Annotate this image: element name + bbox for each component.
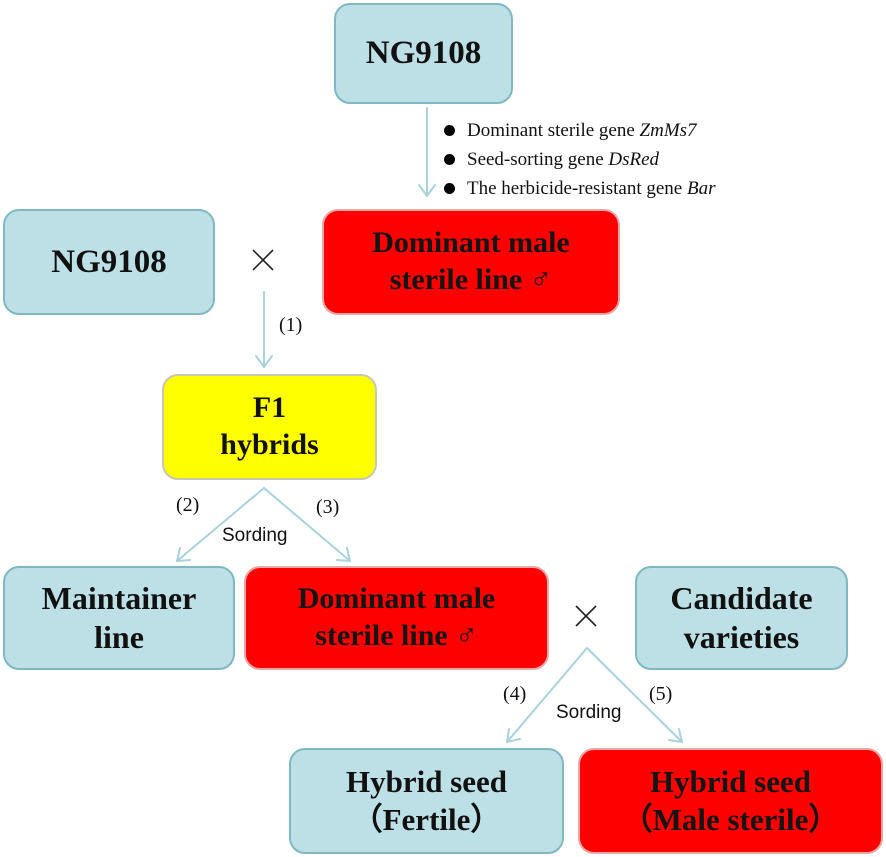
ng9108-top-label: NG9108 [365, 35, 482, 72]
f1-line-2: hybrids [220, 428, 319, 461]
arrow-top-to-dms [418, 107, 436, 197]
f1-hybrids-node: F1 hybrids [162, 374, 377, 480]
dms-mid-line-2: sterile line ♂ [315, 619, 478, 652]
candidate-line-2: varieties [683, 619, 800, 655]
dominant-male-sterile-line-top-node: Dominant male sterile line ♂ [322, 209, 620, 315]
sorting-label-lower: Sording [556, 702, 622, 723]
step-label-2: (2) [176, 494, 200, 516]
maintainer-line-node: Maintainer line [3, 566, 235, 670]
arrow-cross-to-fertile [506, 647, 588, 743]
gene-name-dsred: DsRed [608, 148, 660, 170]
arrow-f1-to-dms-mid [263, 487, 351, 562]
maintainer-line-2: line [94, 619, 144, 655]
hybrid-fertile-line-2: （Fertile） [351, 802, 502, 837]
cross-symbol-icon [252, 249, 274, 271]
ng9108-top-node: NG9108 [334, 3, 513, 104]
gene-item-zmms7: Dominant sterile gene ZmMs7 [444, 116, 715, 145]
gene-name-zmms7: ZmMs7 [639, 119, 697, 141]
bullet-dot-icon [444, 125, 455, 136]
gene-list: Dominant sterile gene ZmMs7 Seed-sorting… [444, 116, 715, 203]
candidate-varieties-node: Candidate varieties [635, 566, 848, 670]
gene-item-text: The herbicide-resistant gene [467, 177, 687, 199]
bullet-dot-icon [444, 154, 455, 165]
hybrid-seed-fertile-node: Hybrid seed （Fertile） [289, 748, 564, 854]
dms-mid-line-1: Dominant male [297, 582, 496, 616]
arrow-f1-to-maintainer [176, 487, 265, 562]
arrow-cross-to-f1 [255, 291, 273, 368]
gene-item-text: Dominant sterile gene [467, 119, 640, 141]
cross-symbol-icon [575, 605, 597, 627]
gene-item-dsred: Seed-sorting gene DsRed [444, 145, 715, 174]
gene-item-bar: The herbicide-resistant gene Bar [444, 174, 715, 203]
hybrid-fertile-line-1: Hybrid seed [345, 764, 508, 800]
f1-line-1: F1 [252, 391, 287, 425]
gene-item-text: Seed-sorting gene [467, 148, 609, 170]
dominant-male-sterile-line-mid-node: Dominant male sterile line ♂ [244, 566, 549, 670]
step-label-3: (3) [316, 496, 340, 518]
gene-name-bar: Bar [686, 177, 716, 199]
maintainer-line-1: Maintainer [41, 579, 197, 616]
ng9108-parent-node: NG9108 [3, 209, 215, 315]
sorting-label-upper: Sording [222, 525, 288, 546]
hybrid-sterile-line-2: （Male sterile） [621, 802, 840, 837]
step-label-5: (5) [649, 683, 673, 705]
candidate-line-1: Candidate [670, 579, 813, 616]
arrow-cross-to-sterile [586, 647, 683, 743]
dms-top-line-1: Dominant male [372, 226, 570, 260]
ng9108-parent-label: NG9108 [51, 243, 167, 280]
step-label-1: (1) [279, 314, 303, 336]
dms-top-line-2: sterile line ♂ [389, 263, 553, 296]
step-label-4: (4) [503, 683, 527, 705]
bullet-dot-icon [444, 183, 455, 194]
hybrid-seed-male-sterile-node: Hybrid seed （Male sterile） [578, 748, 883, 854]
hybrid-sterile-line-1: Hybrid seed [649, 764, 812, 800]
